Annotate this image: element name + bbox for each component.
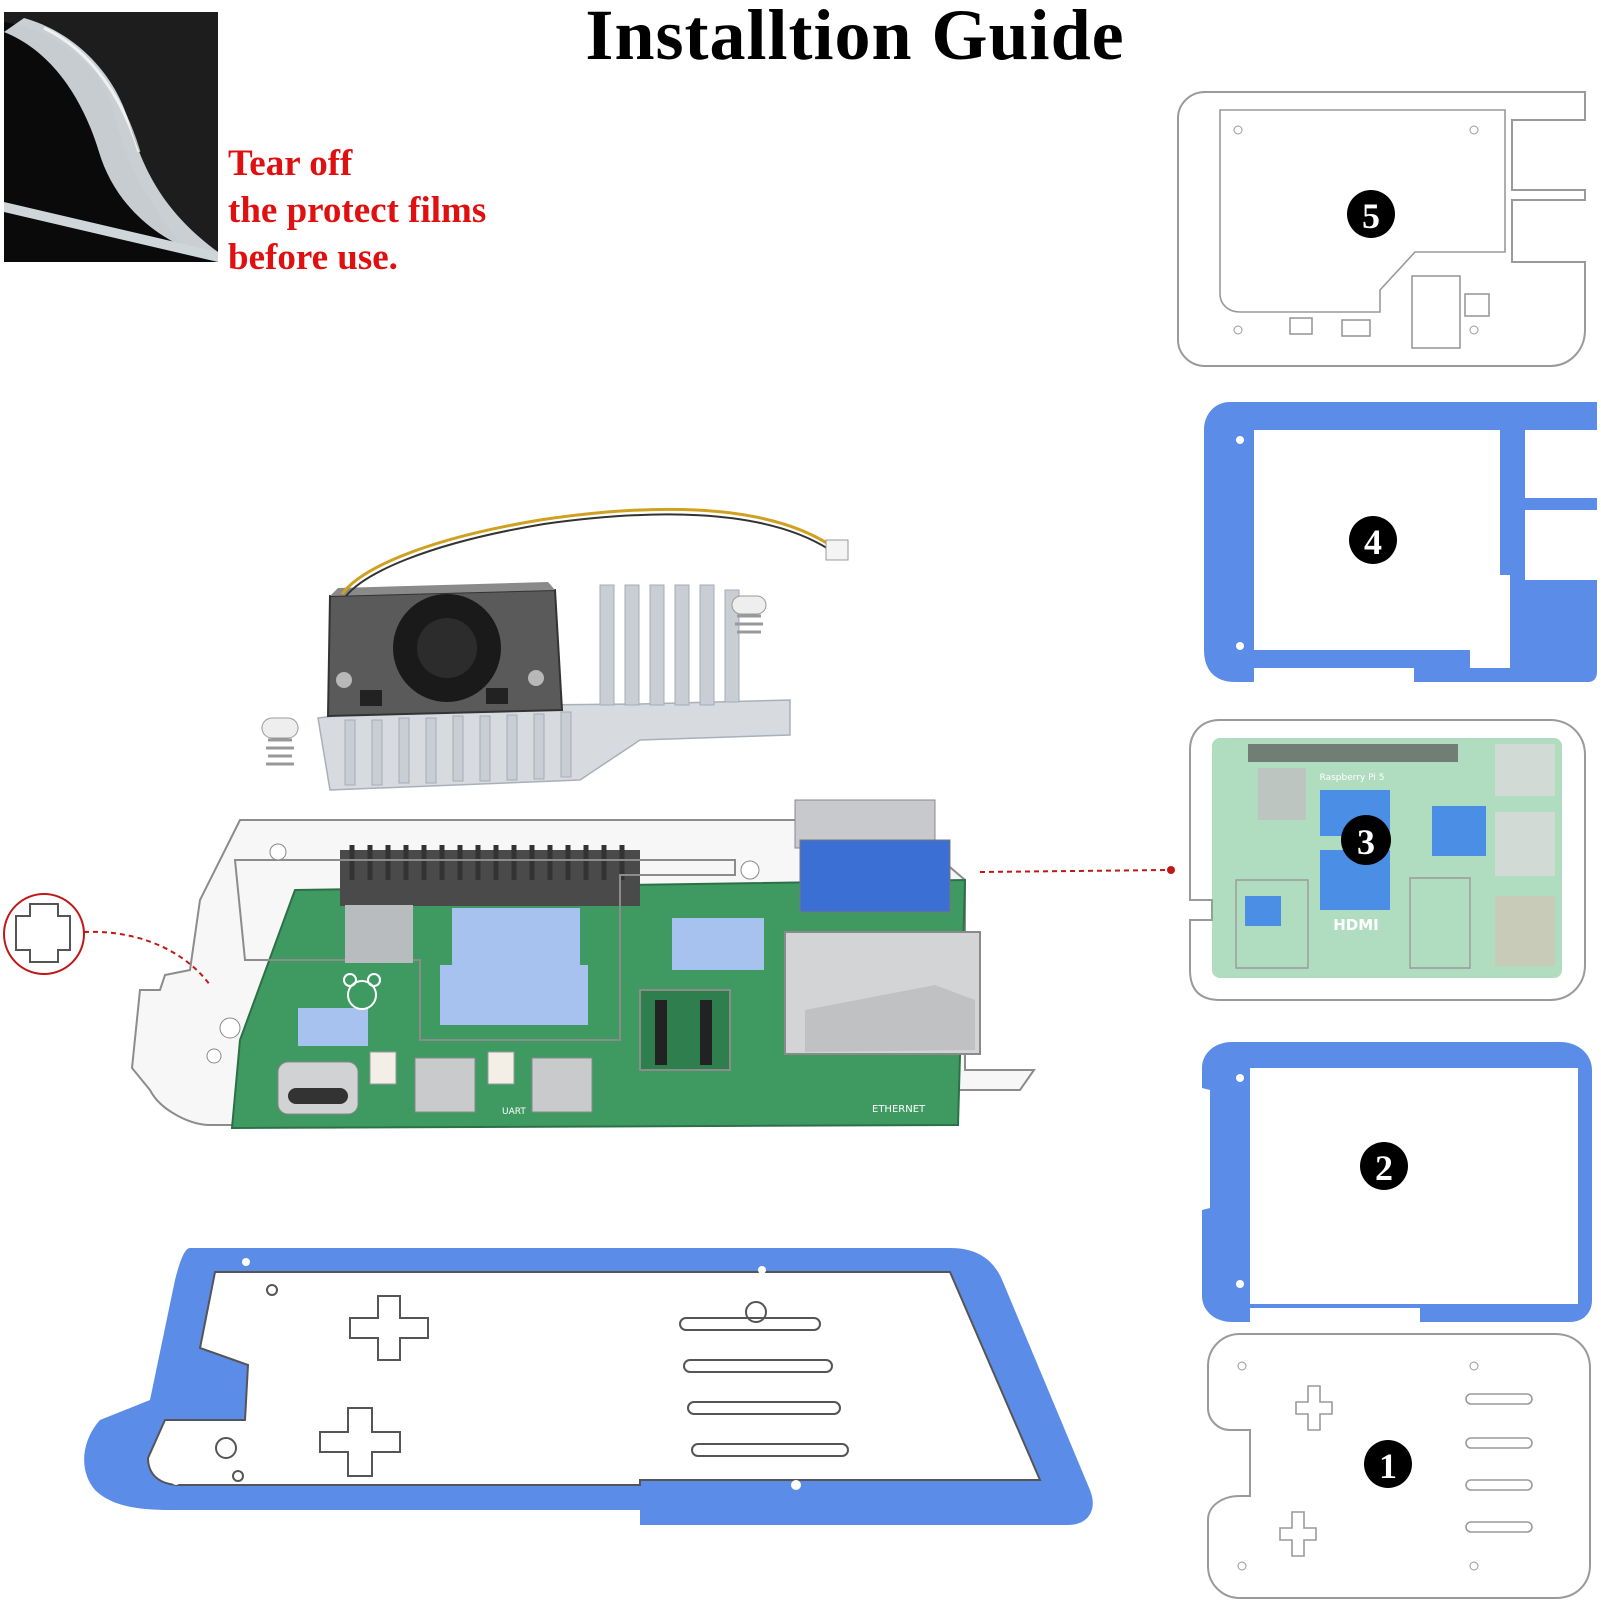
micro-hdmi-port	[414, 1057, 476, 1113]
spring-screw	[261, 717, 299, 766]
layer-1-plate: 1	[1207, 1333, 1591, 1599]
note-line-2: the protect films	[228, 190, 487, 231]
memory-chip	[345, 905, 413, 963]
gpio-header	[1248, 744, 1458, 762]
thermal-pad	[672, 918, 764, 970]
thermal-pad	[452, 908, 580, 968]
uart-label: UART	[502, 1107, 526, 1117]
layer-1-marker	[1364, 1440, 1412, 1488]
layer-3-marker	[1341, 815, 1391, 865]
spring-screw	[731, 595, 767, 634]
layer-2-label: 2	[1375, 1148, 1393, 1188]
plus-cutout	[349, 1295, 429, 1361]
layer-3-label: 3	[1357, 822, 1375, 862]
layer-5-label: 5	[1362, 196, 1380, 236]
film-instruction: Tear off the protect films before use.	[228, 140, 486, 281]
active-cooler	[261, 507, 849, 791]
note-line-1: Tear off	[228, 143, 353, 184]
note-line-3: before use.	[228, 237, 398, 278]
micro-hdmi-port	[531, 1057, 593, 1113]
layer-4-marker	[1349, 516, 1397, 564]
layer-4-label: 4	[1364, 522, 1382, 562]
thermal-pad	[440, 965, 588, 1025]
page-title: Installtion Guide	[585, 0, 1125, 75]
board-brand-label: Raspberry Pi 5	[1320, 773, 1385, 783]
hdmi-label: HDMI	[1333, 916, 1379, 934]
layer-3-plate: Raspberry Pi 5 HDMI 3	[1189, 719, 1586, 1001]
protective-film-photo	[4, 12, 218, 262]
layer-5-marker	[1347, 190, 1395, 238]
raspberry-pi-board: UART ETHERNET	[130, 799, 1036, 1130]
detail-callout	[3, 893, 211, 986]
ethernet-label: ETHERNET	[872, 1104, 926, 1115]
base-plate-assembly	[84, 1248, 1093, 1525]
layer-3-pointer	[979, 866, 1175, 874]
layer-4-plate: 4	[1204, 402, 1597, 682]
thermal-pad	[298, 1008, 368, 1046]
base-clear-plate	[146, 1271, 1042, 1486]
gpio-header-pins	[340, 850, 640, 906]
fan-cable	[340, 507, 831, 595]
layer-2-marker	[1360, 1142, 1408, 1190]
usb-port	[799, 839, 951, 913]
raspberry-logo-icon	[343, 973, 381, 1010]
fan-connector	[825, 539, 849, 561]
layer-1-label: 1	[1379, 1446, 1397, 1486]
layer-2-plate: 2	[1202, 1042, 1592, 1322]
plus-cutout	[319, 1407, 401, 1477]
layer-5-plate: 5	[1177, 91, 1586, 367]
